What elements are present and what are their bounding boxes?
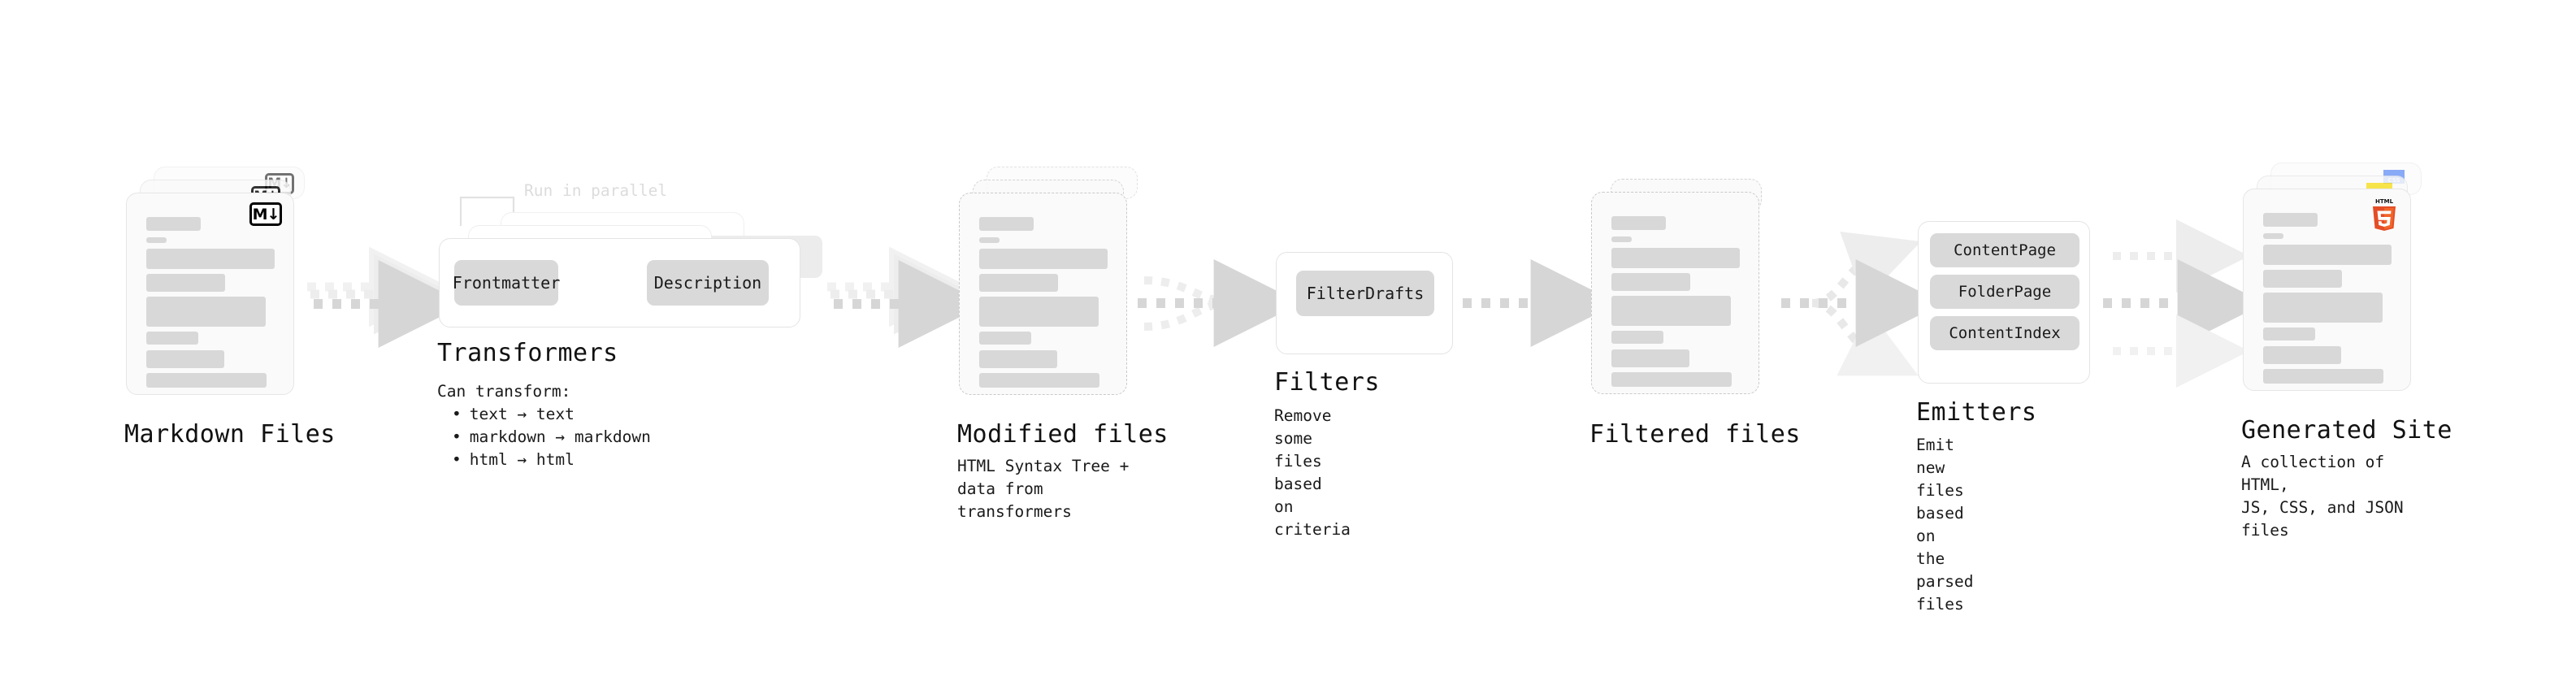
modified-file-stack[interactable]: [959, 167, 1146, 419]
markdown-file-stack[interactable]: M↓ M↓ M↓: [126, 167, 313, 419]
skeleton-line: [979, 373, 1099, 388]
transformers-bullet-list: text → text markdown → markdown html → h…: [452, 403, 651, 471]
skeleton-line: [2263, 233, 2283, 239]
stage-filtered-files: Filtered files: [1589, 179, 1800, 449]
filtered-card-front[interactable]: [1591, 192, 1759, 394]
filters-box[interactable]: FilterDrafts: [1276, 252, 1453, 354]
skeleton-line: [146, 274, 225, 292]
skeleton-line: [979, 217, 1034, 231]
skeleton-line: [979, 274, 1058, 292]
skeleton-line: [979, 249, 1108, 269]
stage-title-transformers: Transformers: [437, 339, 618, 367]
chip-contentindex[interactable]: ContentIndex: [1930, 316, 2079, 350]
skeleton-line: [1611, 248, 1740, 268]
chip-frontmatter[interactable]: Frontmatter: [453, 260, 560, 306]
skeleton-line: [1611, 331, 1663, 344]
skeleton-line: [2263, 327, 2315, 340]
skeleton-line: [146, 373, 267, 388]
stage-title-filtered-files: Filtered files: [1589, 420, 1801, 449]
skeleton-line: [1611, 349, 1689, 367]
skeleton-line: [2263, 293, 2383, 323]
connector-emitters-to-site: [2103, 219, 2266, 388]
skeleton-line: [1611, 296, 1731, 326]
generated-site-stack[interactable]: CSS HTML: [2243, 163, 2430, 414]
skeleton-line: [2263, 270, 2342, 288]
chip-folderpage[interactable]: FolderPage: [1930, 275, 2079, 309]
transformer-box-front[interactable]: Frontmatter Description: [439, 238, 800, 327]
svg-text:HTML: HTML: [2375, 198, 2394, 205]
stage-modified-files: Modified files HTML Syntax Tree + data f…: [957, 167, 1168, 521]
transformers-caption: Can transform:: [437, 382, 571, 401]
generated-card-front[interactable]: HTML: [2243, 189, 2411, 391]
stage-title-emitters: Emitters: [1916, 398, 2037, 427]
html5-badge: HTML: [2370, 197, 2399, 231]
stage-subtitle-filters: Remove some files based on criteria: [1274, 406, 1351, 539]
connector-filtered-to-emitters: [1781, 232, 1944, 376]
connector-md-to-transformers: [307, 246, 466, 348]
stage-title-modified-files: Modified files: [957, 420, 1169, 449]
skeleton-line: [979, 332, 1031, 345]
chip-description[interactable]: Description: [647, 260, 769, 306]
skeleton-line: [2263, 369, 2383, 384]
bullet-item: markdown → markdown: [452, 426, 651, 449]
stage-generated-site: CSS HTML: [2241, 163, 2452, 540]
skeleton-line: [2263, 245, 2392, 265]
skeleton-line: [146, 217, 201, 231]
modified-card-front[interactable]: [959, 193, 1127, 395]
skeleton-line: [146, 237, 167, 243]
stage-subtitle-modified-files: HTML Syntax Tree + data from transformer…: [957, 457, 1130, 521]
chip-filterdrafts[interactable]: FilterDrafts: [1296, 271, 1434, 316]
run-in-parallel-label: Run in parallel: [524, 181, 668, 200]
emitters-box[interactable]: ContentPage FolderPage ContentIndex: [1918, 221, 2090, 384]
skeleton-line: [1611, 236, 1632, 242]
stage-subtitle-generated-site: A collection of HTML, JS, CSS, and JSON …: [2241, 453, 2404, 540]
skeleton-line: [146, 332, 198, 345]
stage-title-markdown-files: Markdown Files: [124, 420, 336, 449]
skeleton-line: [1611, 372, 1732, 387]
bullet-item: text → text: [452, 403, 651, 426]
skeleton-line: [1611, 273, 1690, 291]
connector-modified-to-filters: [1138, 259, 1302, 347]
stage-title-filters: Filters: [1274, 368, 1380, 397]
chip-contentpage[interactable]: ContentPage: [1930, 233, 2079, 267]
skeleton-line: [979, 237, 1000, 243]
stage-markdown-files: M↓ M↓ M↓ Markdown Files: [124, 167, 335, 449]
bullet-item: html → html: [452, 449, 651, 471]
markdown-badge: M↓: [249, 202, 282, 226]
skeleton-line: [1611, 216, 1666, 230]
skeleton-line: [2263, 346, 2341, 364]
skeleton-line: [979, 297, 1099, 327]
skeleton-line: [146, 297, 266, 327]
stage-subtitle-emitters: Emit new files based on the parsed files: [1916, 436, 1974, 614]
markdown-card-front[interactable]: M↓: [126, 193, 294, 395]
connector-transformers-to-modified: [827, 246, 987, 348]
stage-title-generated-site: Generated Site: [2241, 416, 2452, 445]
skeleton-line: [146, 249, 275, 269]
skeleton-line: [979, 350, 1057, 368]
skeleton-line: [2263, 213, 2318, 227]
filtered-file-stack[interactable]: [1591, 179, 1778, 423]
skeleton-line: [146, 350, 224, 368]
